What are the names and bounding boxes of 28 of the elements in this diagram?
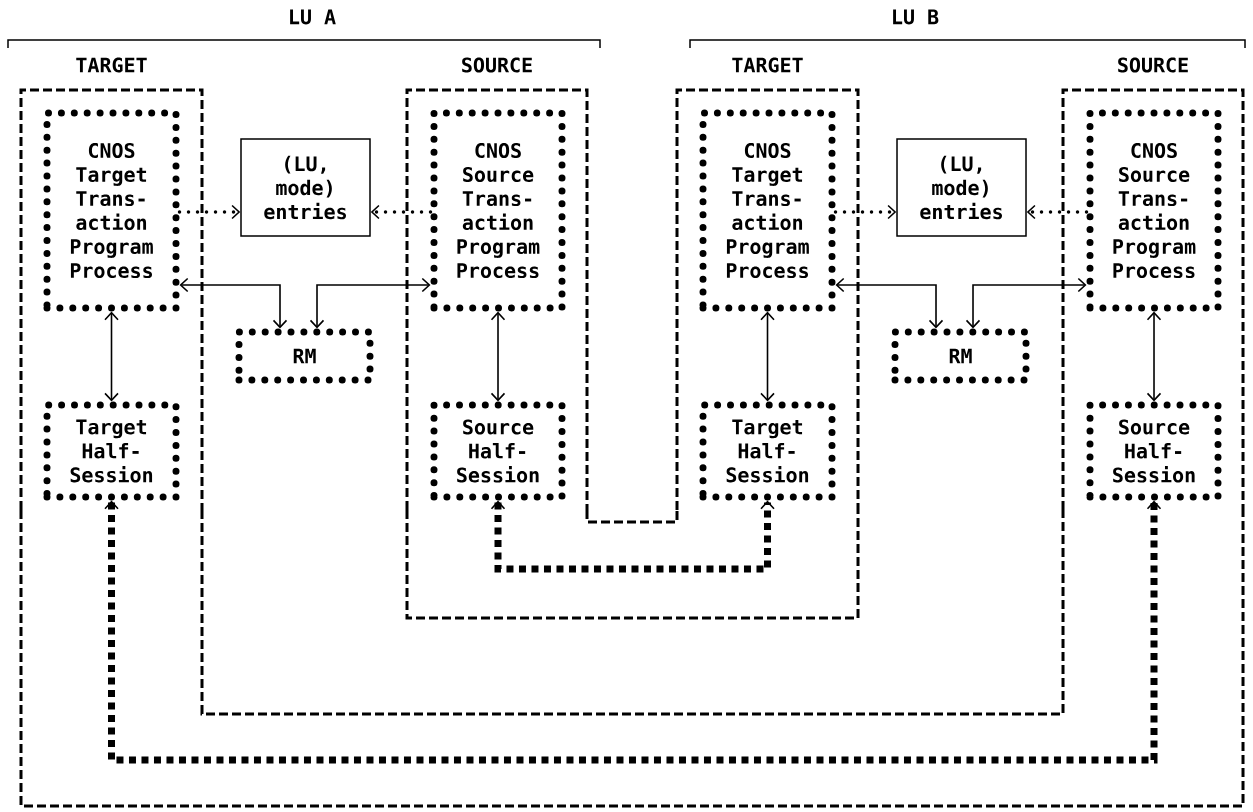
- dotted-box: CNOS Target Trans- action Program Process: [43, 109, 180, 312]
- dotted-box: Source Half- Session: [1086, 401, 1222, 501]
- arrow: [179, 277, 288, 329]
- session-path-arrow: [490, 500, 775, 573]
- dotted-box: Target Half- Session: [699, 401, 836, 501]
- dotted-arrow: [177, 204, 241, 220]
- dotted-arrow: [833, 204, 897, 220]
- entries-box: (LU, mode) entries: [240, 138, 371, 237]
- dotted-box: CNOS Source Trans- action Program Process: [430, 109, 566, 312]
- session-path-arrow: [104, 500, 1162, 764]
- dotted-box: Target Half- Session: [43, 401, 180, 501]
- arrow: [965, 277, 1087, 329]
- dotted-arrow: [1026, 204, 1089, 220]
- rm-box: RM: [235, 328, 374, 384]
- rm-box: RM: [891, 328, 1030, 384]
- arrow: [104, 311, 119, 402]
- dotted-arrow: [370, 204, 433, 220]
- bracket-label: LU B: [893, 9, 939, 25]
- bracket-label: LU A: [290, 9, 336, 25]
- arrow: [835, 277, 944, 329]
- dotted-box: CNOS Target Trans- action Program Process: [699, 109, 836, 312]
- arrow: [760, 311, 775, 402]
- entries-box: (LU, mode) entries: [896, 138, 1027, 237]
- arrow: [309, 277, 431, 329]
- arrow: [490, 311, 506, 402]
- dotted-box: CNOS Source Trans- action Program Process: [1086, 109, 1222, 312]
- dotted-box: Source Half- Session: [430, 401, 566, 501]
- arrow: [1146, 311, 1162, 402]
